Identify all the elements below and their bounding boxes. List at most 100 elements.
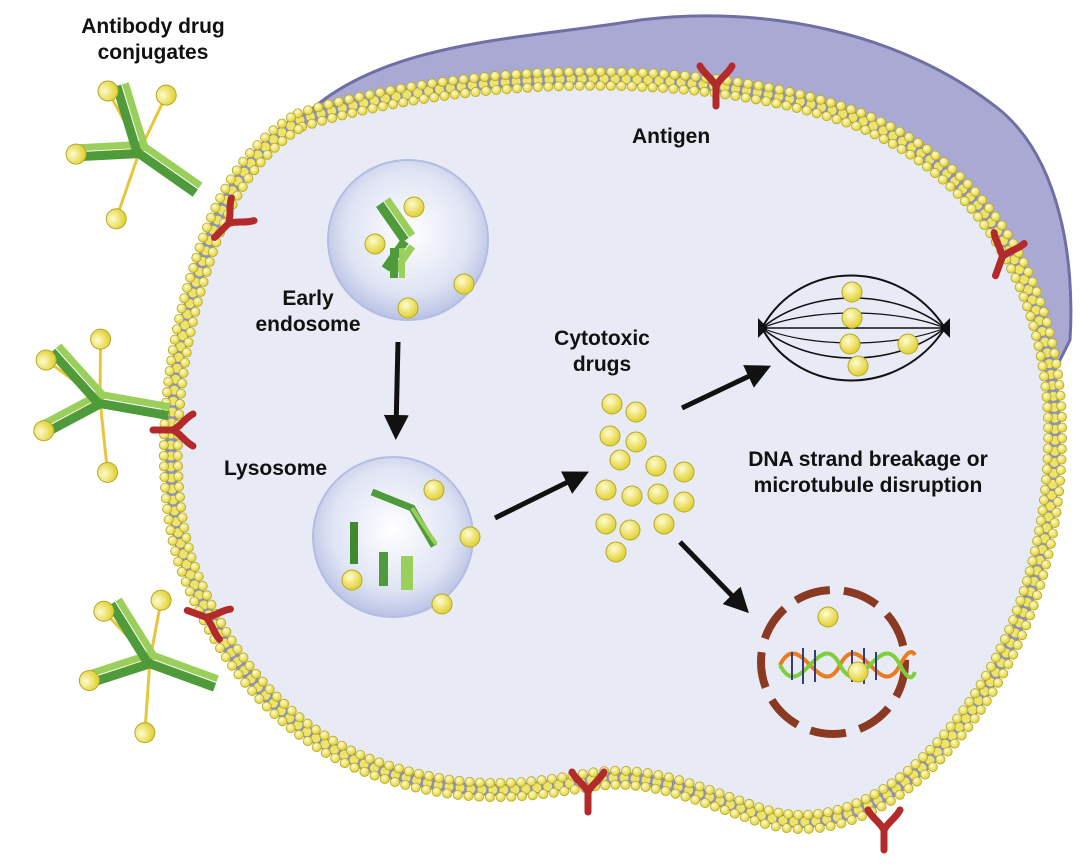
- membrane-bead: [689, 85, 700, 96]
- membrane-bead: [1034, 525, 1045, 536]
- membrane-bead: [857, 811, 868, 822]
- membrane-bead: [285, 723, 296, 734]
- cytotoxic-drugs-label: Cytotoxic drugs: [540, 326, 664, 378]
- drug-particle-icon: [619, 519, 641, 541]
- membrane-bead: [925, 744, 936, 755]
- membrane-bead: [1029, 546, 1040, 557]
- membrane-bead: [237, 181, 248, 192]
- membrane-bead: [1021, 620, 1032, 631]
- membrane-bead: [174, 398, 185, 409]
- membrane-bead: [1038, 306, 1049, 317]
- membrane-bead: [1051, 507, 1062, 518]
- membrane-bead: [851, 798, 862, 809]
- membrane-bead: [1040, 559, 1051, 570]
- membrane-bead: [177, 378, 188, 389]
- membrane-bead: [1025, 311, 1036, 322]
- membrane-bead: [616, 67, 627, 78]
- membrane-bead: [165, 525, 176, 536]
- membrane-bead: [648, 68, 659, 79]
- membrane-bead: [1035, 351, 1046, 362]
- membrane-bead: [1041, 391, 1052, 402]
- membrane-bead: [669, 69, 680, 80]
- membrane-bead: [427, 78, 438, 89]
- membrane-bead: [724, 791, 735, 802]
- membrane-bead: [932, 737, 943, 748]
- membrane-bead: [740, 92, 751, 103]
- drug-particle-icon: [653, 513, 675, 535]
- membrane-bead: [171, 324, 182, 335]
- drug-particle-icon: [599, 425, 621, 447]
- membrane-bead: [418, 93, 429, 104]
- antigen-receptor-icon: [696, 62, 736, 110]
- membrane-bead: [538, 789, 549, 800]
- membrane-bead: [233, 669, 244, 680]
- membrane-bead: [262, 149, 273, 160]
- membrane-outer-beads: [166, 74, 1060, 827]
- membrane-bead: [660, 786, 671, 797]
- membrane-bead: [189, 561, 200, 572]
- membrane-bead: [460, 88, 471, 99]
- membrane-bead: [939, 729, 950, 740]
- membrane-bead: [323, 99, 334, 110]
- membrane-bead: [921, 144, 932, 155]
- drug-particles: [341, 196, 919, 683]
- membrane-bead: [678, 84, 689, 95]
- membrane-bead: [294, 729, 305, 740]
- membrane-bead: [869, 129, 880, 140]
- membrane-bead: [815, 94, 826, 105]
- membrane-bead: [344, 94, 355, 105]
- membrane-bead: [1017, 630, 1028, 641]
- membrane-bead: [1055, 390, 1066, 401]
- membrane-bead: [963, 722, 974, 733]
- membrane-bead: [439, 90, 450, 101]
- membrane-bead: [185, 272, 196, 283]
- drug-particle-icon: [621, 485, 643, 507]
- membrane-bead: [188, 262, 199, 273]
- membrane-bead: [173, 461, 184, 472]
- membrane-bead: [1041, 464, 1052, 475]
- membrane-bead: [947, 164, 958, 175]
- membrane-bead: [813, 808, 824, 819]
- membrane-bead: [793, 809, 804, 820]
- membrane-bead: [277, 716, 288, 727]
- membrane-bead: [975, 704, 986, 715]
- membrane-bead: [845, 104, 856, 115]
- membrane-bead: [979, 219, 990, 230]
- membrane-bead: [1014, 282, 1025, 293]
- membrane-bead: [763, 82, 774, 93]
- membrane-bead: [522, 82, 533, 93]
- membrane-bead: [856, 107, 867, 118]
- membrane-bead: [1040, 484, 1051, 495]
- membrane-bead: [526, 776, 537, 787]
- adc-label: Antibody drug conjugates: [48, 14, 258, 66]
- antigen-receptor-icon: [568, 768, 608, 816]
- membrane-bead: [962, 178, 973, 189]
- membrane-bead: [770, 821, 781, 832]
- membrane-bead: [207, 247, 218, 258]
- membrane-bead: [317, 115, 328, 126]
- membrane-bead: [956, 730, 967, 741]
- membrane-bead: [190, 306, 201, 317]
- drug-particle-icon: [364, 233, 386, 255]
- membrane-bead: [970, 186, 981, 197]
- membrane-bead: [684, 778, 695, 789]
- membrane-bead: [1032, 590, 1043, 601]
- membrane-bead: [980, 670, 991, 681]
- membrane-bead: [563, 66, 574, 77]
- membrane-bead: [986, 661, 997, 672]
- membrane-bead: [330, 753, 341, 764]
- membrane-bead: [204, 256, 215, 267]
- membrane-bead: [784, 86, 795, 97]
- drug-particle-icon: [841, 281, 863, 303]
- membrane-bead: [452, 789, 463, 800]
- membrane-bead: [1031, 330, 1042, 341]
- membrane-bead: [276, 118, 287, 129]
- membrane-bead: [359, 766, 370, 777]
- membrane-bead: [699, 86, 710, 97]
- membrane-bead: [197, 581, 208, 592]
- membrane-bead: [1052, 496, 1063, 507]
- membrane-bead: [1051, 358, 1062, 369]
- membrane-bead: [894, 789, 905, 800]
- membrane-bead: [822, 807, 833, 818]
